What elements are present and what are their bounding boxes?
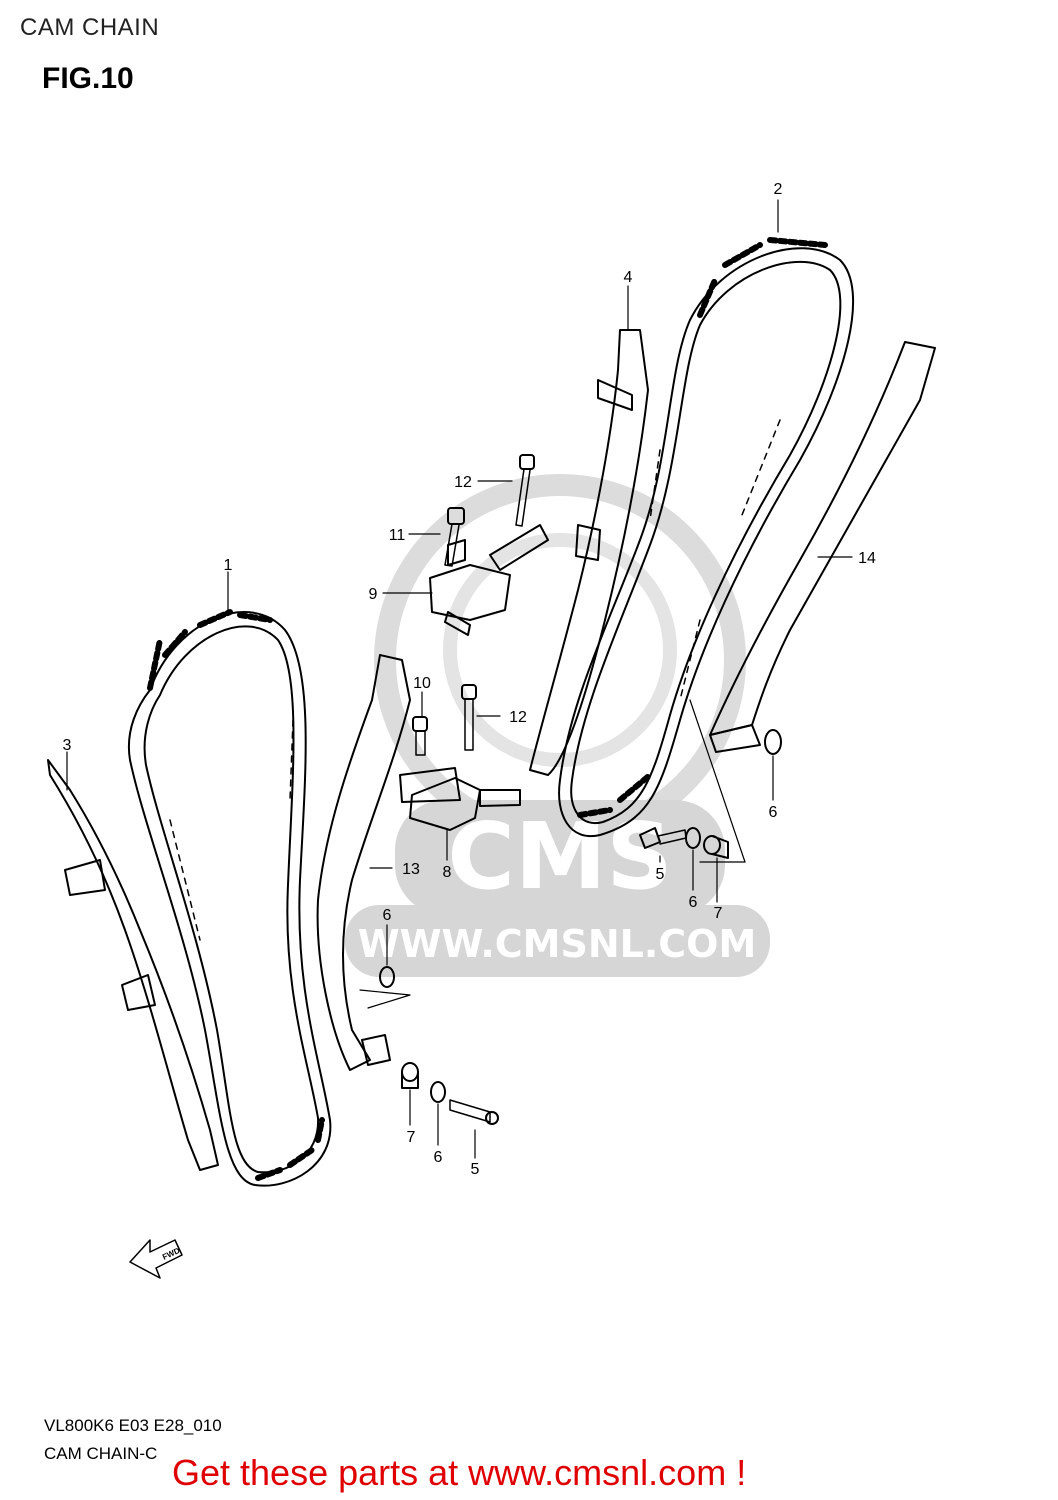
bolt-10 bbox=[412, 716, 428, 756]
callout-5-right: 5 bbox=[656, 866, 665, 883]
callout-8: 8 bbox=[443, 864, 452, 881]
washer-6-right-b bbox=[685, 827, 701, 849]
callout-6-left-b: 6 bbox=[434, 1149, 443, 1166]
watermark-url: WWW.CMSNL.COM bbox=[358, 922, 757, 966]
callout-3: 3 bbox=[63, 737, 72, 754]
callout-7-right: 7 bbox=[714, 905, 723, 922]
promo-banner[interactable]: Get these parts at www.cmsnl.com ! bbox=[172, 1452, 747, 1493]
callout-7-left: 7 bbox=[407, 1129, 416, 1146]
figure-label: FIG.10 bbox=[42, 62, 134, 95]
callout-6-left-a: 6 bbox=[383, 907, 392, 924]
callout-13: 13 bbox=[402, 861, 420, 878]
cam-chain-right bbox=[558, 237, 855, 838]
bolt-5-left bbox=[449, 1099, 499, 1125]
leader-lines bbox=[66, 199, 853, 1159]
callout-6-right-a: 6 bbox=[769, 804, 778, 821]
page-section-title: CAM CHAIN bbox=[20, 14, 160, 41]
chain-tensioner-8 bbox=[399, 767, 521, 831]
callout-14: 14 bbox=[858, 550, 876, 567]
spacer-7-left bbox=[401, 1062, 419, 1089]
footer-diagram-name: CAM CHAIN-C bbox=[44, 1444, 158, 1463]
chain-tensioner-9 bbox=[429, 524, 549, 636]
fwd-direction-arrow bbox=[129, 1239, 183, 1279]
chain-guide-14 bbox=[709, 341, 936, 753]
footer-diagram-code: VL800K6 E03 E28_010 bbox=[44, 1416, 222, 1435]
spacer-7-right bbox=[703, 835, 729, 859]
cam-chain-left bbox=[127, 609, 332, 1187]
callout-11: 11 bbox=[389, 527, 406, 544]
callout-1: 1 bbox=[224, 557, 233, 574]
bolt-12-lower bbox=[461, 684, 477, 751]
callout-4: 4 bbox=[624, 269, 633, 286]
washer-6-right-a bbox=[764, 729, 782, 755]
watermark: CMS WWW.CMSNL.COM bbox=[345, 474, 770, 977]
watermark-brand: CMS bbox=[447, 803, 672, 910]
bolt-11 bbox=[444, 507, 465, 567]
callout-9: 9 bbox=[369, 586, 378, 603]
callout-5-left: 5 bbox=[471, 1161, 480, 1178]
callout-12-lower: 12 bbox=[509, 709, 527, 726]
bolt-12-upper bbox=[515, 454, 535, 527]
fwd-arrow-label: FWD bbox=[161, 1246, 182, 1262]
chain-guide-4 bbox=[529, 329, 649, 776]
callout-12-upper: 12 bbox=[454, 474, 472, 491]
callout-6-right-b: 6 bbox=[689, 894, 698, 911]
washer-6-left-b bbox=[430, 1081, 446, 1103]
chain-guide-13 bbox=[316, 654, 411, 1071]
bolt-5-right bbox=[639, 827, 687, 849]
callout-10: 10 bbox=[413, 675, 431, 692]
chain-guide-3 bbox=[47, 759, 219, 1171]
callout-2: 2 bbox=[774, 181, 783, 198]
washer-6-left-a bbox=[379, 966, 395, 988]
